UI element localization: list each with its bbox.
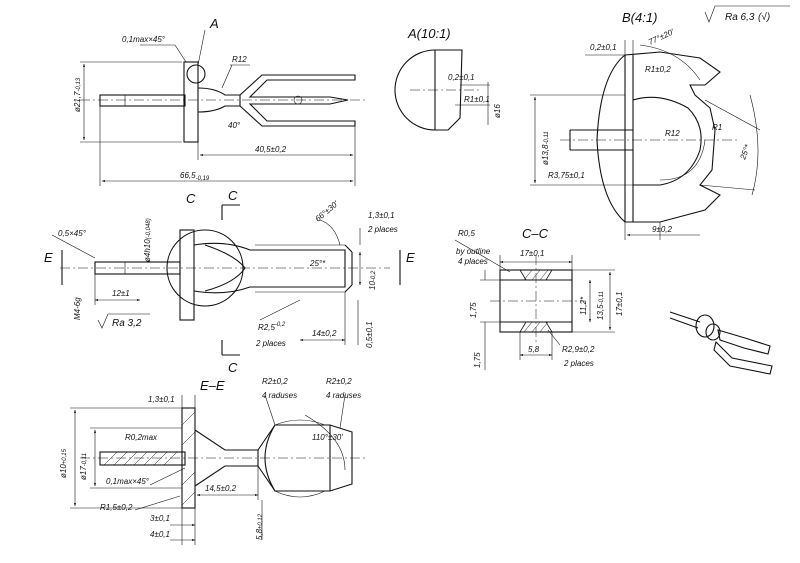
section-ee-dim1-3-label: 1,3±0,1 [148, 395, 175, 404]
length-66-5-label: 66,5-0,19 [180, 171, 210, 182]
isometric-view [669, 311, 773, 375]
dim-12-label: 12±1 [112, 289, 130, 298]
section-cc-dim17-label: 17±0,1 [520, 249, 544, 258]
section-cc-dim11-2-label: 11,2* [579, 296, 588, 315]
radius-2-5-label: R2,5-0,2 [258, 322, 286, 332]
section-ee-r2-b-label: R2±0,2 [326, 377, 352, 386]
dim-14-label: 14±0,2 [312, 329, 337, 338]
section-ee-dim14-5-label: 14,5±0,2 [205, 484, 237, 493]
detail-b-r3-75-label: R3,75±0,1 [548, 171, 585, 180]
section-ee-dim5-8-label: 5,8±0,12 [255, 513, 264, 540]
view-a-marker: A [209, 16, 219, 31]
section-c-bottom-label: C [228, 360, 238, 375]
places-2-top-label: 2 places [367, 225, 398, 234]
dia4-label: ø4h10(-0,048) [143, 218, 152, 262]
section-ee-r0-2-label: R0,2max [125, 433, 158, 442]
angle-66-label: 66°±30' [314, 199, 341, 223]
section-e-left-label: E [44, 250, 53, 265]
detail-a-title: A(10:1) [407, 26, 451, 41]
detail-b-angle-77-label: 77°±20' [647, 27, 676, 47]
dim-10-label: 10-0,2 [368, 270, 377, 290]
detail-b-0-2-label: 0,2±0,1 [590, 43, 617, 52]
section-cc-dim13-5-label: 13,5-0,11 [596, 291, 605, 320]
section-ee-4-radii-a-label: 4 raduses [262, 391, 297, 400]
roughness-suffix: (√) [758, 11, 770, 23]
section-cc-dim5-8-label: 5,8 [528, 345, 540, 354]
section-ee-4-radii-b-label: 4 raduses [326, 391, 361, 400]
section-ee-dim4-label: 4±0,1 [150, 530, 170, 539]
section-cc-dim1-75b-label: 1,75 [473, 352, 482, 368]
places-2-bottom-label: 2 places [255, 339, 286, 348]
section-cc-4-places-label: 4 places [458, 257, 488, 266]
section-c-c: C–C R0,5 by outline 4 places 17±0,1 1,75… [454, 226, 624, 370]
radius-r12-label: R12 [232, 55, 247, 64]
section-ee-hatching [103, 411, 196, 506]
angle-40-label: 40° [228, 121, 241, 130]
detail-a-0-2-label: 0,2±0,1 [448, 73, 475, 82]
section-ee-r1-5-label: R1,5±0,2 [100, 503, 133, 512]
detail-b-title: B(4:1) [622, 10, 657, 25]
detail-b-angle-25-label: 25°* [738, 142, 752, 161]
section-ee-dia17-label: ø17-0,11 [79, 453, 88, 480]
detail-view-b: B(4:1) Ra 6,3 (√) 0,2±0,1 77°±20' R1±0,2… [530, 5, 790, 240]
section-c-top-left-label: C [186, 191, 196, 206]
detail-view-a: A(10:1) 0,2±0,1 R1±0,1 ø16 [394, 26, 502, 131]
section-ee-chamfer-label: 0,1max×45° [106, 477, 150, 486]
detail-b-r1-label: R1±0,2 [645, 65, 671, 74]
section-cc-dim17-vert-label: 17±0,1 [615, 292, 624, 316]
detail-a-dia16-label: ø16 [493, 104, 502, 118]
main-view: 0,1max×45° A R12 40° 40,5±0,2 66,5-0,19 … [73, 16, 365, 186]
roughness-label: Ra 6,3 [725, 12, 755, 23]
section-ee-title: E–E [200, 378, 225, 393]
dim-0-5-label: 0,5±0,1 [365, 321, 374, 348]
section-ee-dia10-label: ø10+0,15 [59, 448, 68, 478]
section-c-top-right-label: C [228, 188, 238, 203]
section-ee-r2-a-label: R2±0,2 [262, 377, 288, 386]
section-ee-angle-110-label: 110°±30' [312, 433, 343, 442]
detail-a-r1-label: R1±0,1 [464, 95, 490, 104]
section-cc-by-outline-label: by outline [456, 247, 491, 256]
angle-25-label: 25°* [309, 259, 326, 268]
section-cc-r05-label: R0,5 [458, 229, 475, 238]
side-chamfer-label: 0,5×45° [58, 229, 87, 238]
thread-m4-label: M4-6g [73, 297, 82, 320]
hatch-top [519, 269, 553, 281]
section-cc-dim1-75-label: 1,75 [469, 302, 478, 318]
side-view: C C C 0,5×45° E E ø4h10(-0,048) 66°±30' … [44, 188, 415, 375]
section-cc-title: C–C [522, 226, 549, 241]
detail-b-r1b-label: R1 [712, 123, 722, 132]
section-e-e: E–E 1,3±0,1 R2±0,2 4 raduses R2±0,2 4 ra… [59, 377, 365, 545]
roughness-3-2-label: Ra 3,2 [112, 318, 142, 329]
length-40-5-label: 40,5±0,2 [255, 145, 287, 154]
section-cc-r2-9-label: R2,9±0,2 [562, 345, 595, 354]
chamfer-label: 0,1max×45° [122, 35, 166, 44]
section-cc-2-places-label: 2 places [563, 359, 594, 368]
dim-1-3-label: 1,3±0,1 [368, 211, 395, 220]
section-e-right-label: E [406, 250, 415, 265]
detail-b-r12-label: R12 [665, 129, 680, 138]
diameter-21-7-label: ø21,7-0,13 [73, 77, 82, 112]
detail-b-dia13-8-label: ø13,8-0,11 [541, 131, 550, 165]
section-ee-dim3-label: 3±0,1 [150, 514, 170, 523]
detail-b-9-label: 9±0,2 [652, 225, 673, 234]
